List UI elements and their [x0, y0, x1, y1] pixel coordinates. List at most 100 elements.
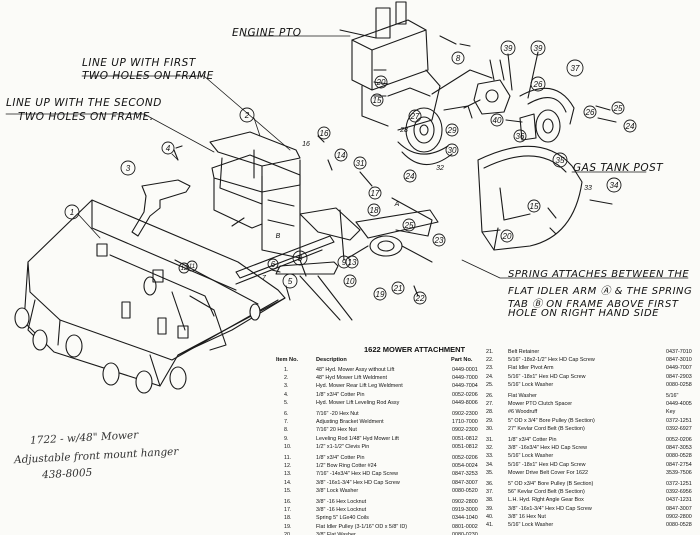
deck-brackets [96, 243, 227, 351]
cell-description: 5/16" Lock Washer [508, 522, 554, 528]
callout-3: 3 [126, 164, 131, 173]
callout-28: 28 [399, 127, 408, 134]
callout-34: 34 [610, 181, 619, 190]
cell-item-no: 33. [486, 453, 494, 460]
cell-part-no: 0919-3000 [452, 507, 478, 514]
cell-item-no: 19. [284, 523, 292, 530]
cell-part-no: 0902-2800 [666, 513, 692, 520]
spring-note-2: FLAT IDLER ARM Ⓐ & THE SPRING [508, 286, 693, 297]
callout-8: 8 [298, 254, 303, 263]
cell-part-no: 0449-7000 [452, 375, 478, 382]
pto-pulley [397, 69, 493, 166]
drive-belt [519, 87, 575, 125]
cell-part-no: 1710-7000 [452, 419, 478, 426]
callout-35: 35 [556, 156, 565, 165]
callout-30: 30 [448, 146, 457, 155]
hardware [173, 35, 617, 301]
cell-description: Spring 5" LGx40 Coils [316, 515, 369, 522]
callout-14: 14 [337, 151, 346, 160]
cell-item-no: 18. [284, 515, 292, 522]
callout-26: 26 [533, 80, 543, 89]
cell-part-no: 0052-0206 [452, 455, 478, 461]
callout-39b: 39 [534, 44, 543, 53]
callout-10: 10 [346, 277, 355, 286]
engine-pto-mount [339, 1, 441, 131]
callout-23: 23 [434, 236, 444, 245]
line-up-second-label-2: TWO HOLES ON FRAME. [18, 111, 154, 123]
cell-part-no: 0847-3253 [452, 471, 478, 478]
cell-part-no: 0054-0024 [452, 463, 478, 470]
leader-lines [5, 35, 689, 279]
cell-description: 5/16" -18x2-1/2" Hex HD Cap Screw [508, 357, 595, 364]
callout-15b: 15 [530, 202, 539, 211]
cell-part-no: 0052-0206 [666, 437, 692, 443]
cell-description: 7/16" 20 Hex Nut [316, 427, 357, 434]
callout-8b: 8 [456, 54, 461, 63]
callout-b: B [276, 233, 281, 240]
cell-item-no: 41. [486, 522, 494, 528]
cell-part-no: 0344-1040 [452, 515, 478, 522]
callout-32: 32 [436, 165, 444, 172]
callout-22: 22 [415, 294, 425, 303]
cell-description: 3/8" Lock Washer [316, 487, 359, 494]
cell-description: 27" Kevlar Cord Belt (B Section) [508, 425, 585, 432]
cell-description: Mower PTO Clutch Spacer [508, 401, 573, 408]
callout-39: 39 [504, 44, 513, 53]
cell-item-no: 10. [284, 443, 292, 450]
cell-description: 3/8" -16x3/4" Hex HD Cap Screw [508, 445, 588, 452]
cell-item-no: 6. [284, 411, 289, 417]
callout-25: 25 [613, 104, 623, 113]
callout-33: 33 [584, 185, 592, 192]
cell-item-no: 31. [486, 437, 494, 443]
cell-item-no: 1. [284, 367, 289, 373]
cell-item-no: 27. [486, 401, 494, 408]
cell-part-no: 0080-0528 [666, 453, 692, 460]
mower-deck-frame [23, 199, 286, 387]
callout-16: 16 [320, 129, 329, 138]
cell-item-no: 3. [284, 383, 289, 390]
header-part-no: Part No. [451, 357, 473, 363]
cell-part-no: 0449-7007 [666, 365, 692, 372]
cell-description: 7/16" -14x3/4" Hex HD Cap Screw [316, 471, 399, 478]
callout-24b: 24 [625, 122, 635, 131]
cell-item-no: 36. [486, 481, 494, 487]
cell-part-no: 0051-0812 [452, 435, 478, 442]
cell-part-no: 0449-8006 [452, 399, 478, 406]
cell-part-no: 0801-0002 [452, 523, 478, 530]
callout-12: 12 [181, 266, 188, 272]
cell-description: 48" Hyd. Mower Assy without Lift [316, 367, 395, 373]
callout-19: 19 [376, 290, 385, 299]
cell-part-no: 0902-2300 [452, 411, 478, 417]
callout-24: 24 [405, 172, 415, 181]
cell-part-no: 0051-0812 [452, 443, 478, 450]
cell-part-no: 0437-7010 [666, 349, 692, 355]
cell-item-no: 16. [284, 499, 292, 505]
cell-description: Flat Idler Pivot Arm [508, 365, 554, 372]
cell-part-no: 0449-4005 [666, 401, 692, 408]
cell-item-no: 7. [284, 419, 289, 426]
cell-part-no: 0437-1231 [666, 497, 692, 504]
cell-item-no: 5. [284, 399, 289, 406]
lift-weldment [209, 131, 301, 259]
callout-25b: 25 [404, 221, 414, 230]
cell-description: 3/8" -16 Hex Locknut [316, 499, 367, 505]
callout-5: 5 [288, 277, 293, 286]
caster-wheels [14, 276, 261, 394]
cell-part-no: 0449-0001 [452, 367, 478, 373]
cell-item-no: 20. [284, 531, 292, 535]
cell-item-no: 23. [486, 365, 494, 372]
line-up-first-label: LINE UP WITH FIRST [82, 57, 196, 69]
leveling-rods [235, 235, 353, 321]
cell-description: 5/16" Lock Washer [508, 381, 554, 388]
cell-description: 5/16" -18x1" Hex HD Cap Screw [508, 373, 586, 380]
cell-item-no: 34. [486, 461, 494, 468]
cell-part-no: 0392-6956 [666, 489, 692, 496]
callout-2: 2 [244, 111, 250, 120]
callout-11: 11 [189, 264, 195, 270]
rear-lift-leg [131, 179, 191, 237]
cell-description: 3/8" -16 Hex Locknut [316, 507, 367, 514]
cell-part-no: 0449-7004 [452, 383, 478, 390]
cell-description: 3/8" -16x1-3/4" Hex HD Cap Screw [316, 479, 400, 486]
